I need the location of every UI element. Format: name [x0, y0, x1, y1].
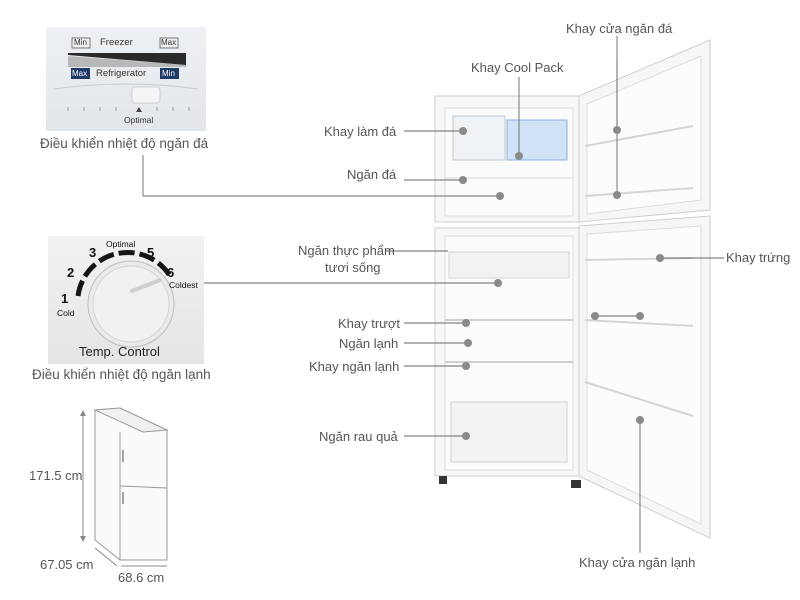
dot-khay-cua-ngan-da-2	[613, 191, 621, 199]
dot-temp-control	[494, 279, 502, 287]
label-khay-truot: Khay trượt	[338, 316, 400, 332]
label-ngan-thuc-pham-line1: Ngăn thực phẩm	[298, 243, 395, 259]
label-khay-cua-ngan-da: Khay cửa ngăn đá	[566, 21, 672, 37]
dot-khay-trung	[656, 254, 664, 262]
dot-freezer-control	[496, 192, 504, 200]
dot-khay-ngan-lanh	[462, 362, 470, 370]
label-khay-ngan-lanh: Khay ngăn lạnh	[309, 359, 399, 375]
label-khay-cua-ngan-lanh: Khay cửa ngăn lạnh	[579, 555, 695, 571]
label-khay-lam-da: Khay làm đá	[324, 124, 396, 140]
dot-khay-trung-2b	[636, 312, 644, 320]
label-ngan-lanh: Ngăn lạnh	[339, 336, 398, 352]
dot-khay-lam-da	[459, 127, 467, 135]
dot-khay-cool-pack	[515, 152, 523, 160]
label-ngan-da: Ngăn đá	[347, 167, 396, 183]
dot-khay-truot	[462, 319, 470, 327]
dot-khay-cua-ngan-lanh	[636, 416, 644, 424]
dot-khay-cua-ngan-da-1	[613, 126, 621, 134]
dot-khay-trung-2a	[591, 312, 599, 320]
label-khay-trung: Khay trứng	[726, 250, 790, 266]
label-ngan-rau-qua: Ngăn rau quả	[319, 429, 398, 445]
dot-ngan-da	[459, 176, 467, 184]
dot-ngan-lanh	[464, 339, 472, 347]
label-khay-cool-pack: Khay Cool Pack	[471, 60, 564, 76]
dot-ngan-rau-qua	[462, 432, 470, 440]
label-ngan-thuc-pham-line2: tươi sống	[325, 260, 381, 276]
leader-freezer-control	[143, 155, 500, 196]
